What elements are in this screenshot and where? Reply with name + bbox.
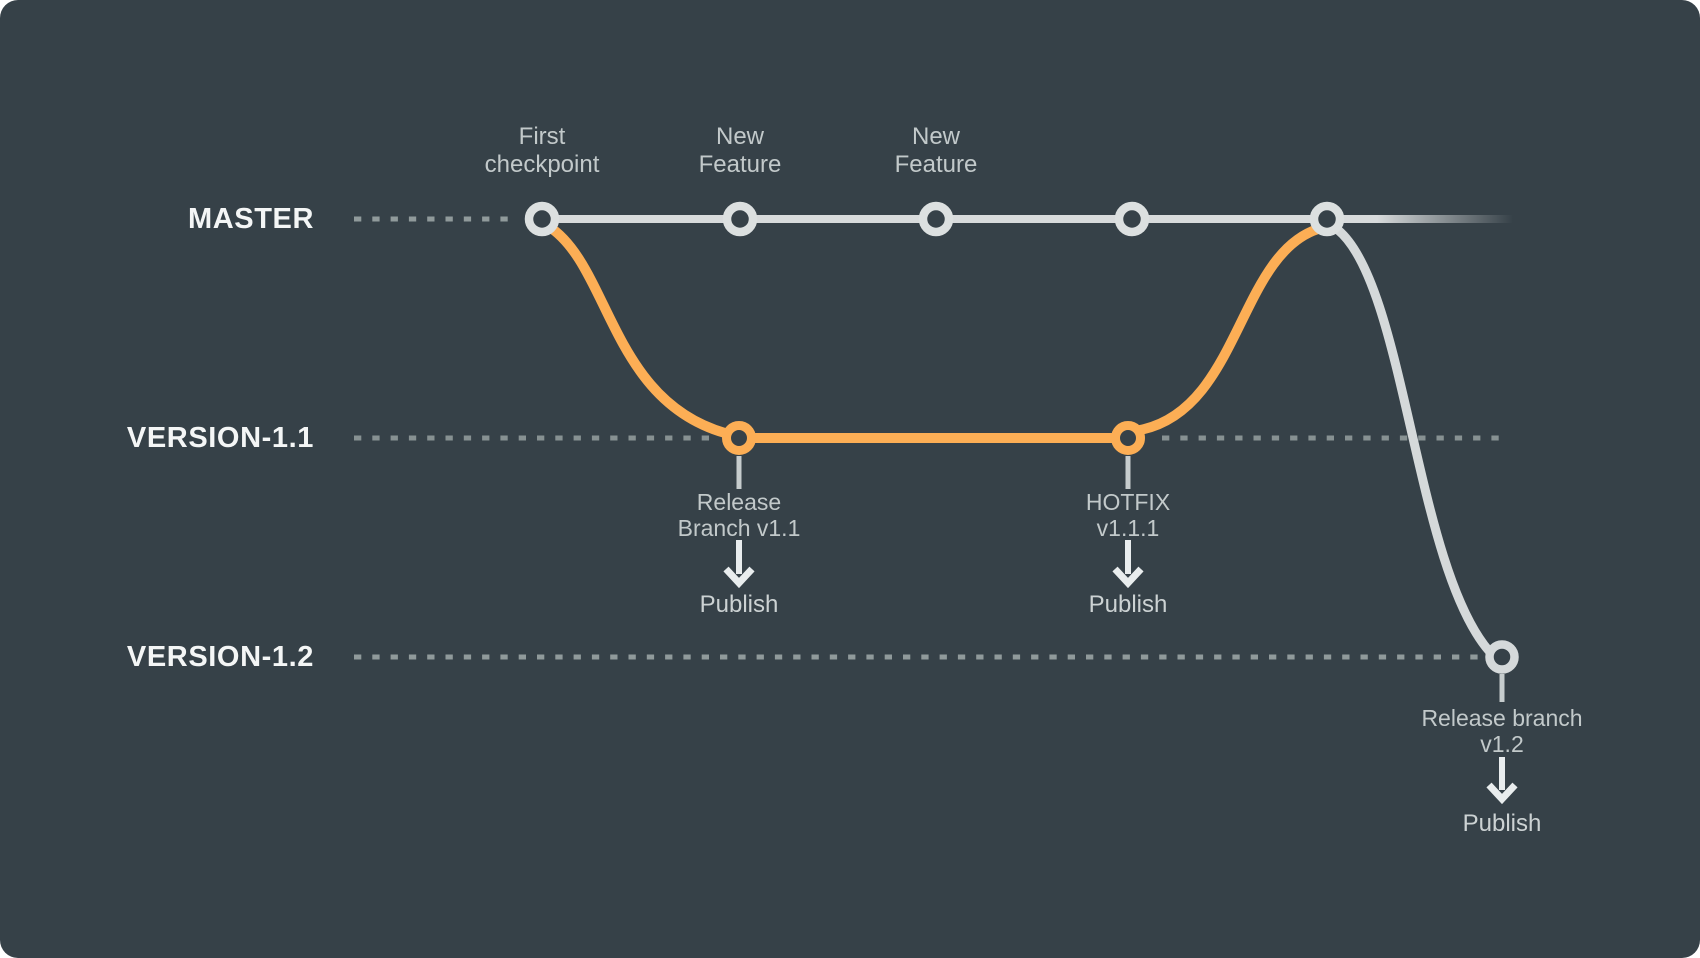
- publish-arrow-icon: [1486, 757, 1518, 805]
- lane-label-text: MASTER: [187, 203, 314, 235]
- publish-label-release-v1-1: Publish: [699, 591, 779, 618]
- commit-label-new-feature-2: New Feature: [895, 123, 978, 179]
- branch-label-line: HOTFIX: [1085, 489, 1171, 515]
- commit-label-line: Feature: [698, 151, 782, 178]
- commit-label-line: New: [715, 123, 764, 150]
- branch-label-release-v1-2: Release branch v1.2: [1421, 705, 1582, 757]
- commit-label-line: New: [911, 123, 960, 150]
- branch-label-line: v1.1.1: [1096, 515, 1160, 541]
- commit-node-merge: [1309, 201, 1345, 237]
- branch-label-line: Release: [696, 489, 782, 515]
- lane-label-text: VERSION-1.1: [126, 422, 314, 454]
- commit-node-hotfix-v1-1-1: [1111, 421, 1145, 455]
- lane-label-text: VERSION-1.2: [126, 641, 314, 673]
- branch-label-line: Branch v1.1: [677, 515, 801, 541]
- branch-label-hotfix-v1-1-1: HOTFIX v1.1.1: [1086, 489, 1170, 541]
- commit-node-new-feature-1: [722, 201, 758, 237]
- branch-label-line: v1.2: [1480, 731, 1524, 757]
- commit-label-line: First: [518, 123, 566, 150]
- commit-label-line: Feature: [894, 151, 978, 178]
- lane-label-version-1-2: VERSION-1.2: [0, 640, 314, 674]
- commit-node-release-v1-2: [1485, 640, 1519, 674]
- branch-label-line: Release branch: [1421, 705, 1583, 731]
- version-1-1-branch-out-curve: [543, 221, 730, 438]
- publish-label-hotfix-v1-1-1: Publish: [1088, 591, 1168, 618]
- commit-node-new-feature-2: [918, 201, 954, 237]
- version-1-1-merge-curve: [1135, 224, 1323, 435]
- publish-label-release-v1-2: Publish: [1462, 810, 1542, 837]
- commit-label-new-feature-1: New Feature: [699, 123, 782, 179]
- publish-arrow-icon: [723, 540, 755, 589]
- version-1-2-branch-curve: [1333, 225, 1494, 656]
- publish-arrow-icon: [1112, 540, 1144, 589]
- commit-node-release-v1-1: [722, 421, 756, 455]
- commit-label-first-checkpoint: First checkpoint: [485, 123, 600, 179]
- commit-node-master-4: [1114, 201, 1150, 237]
- commit-node-first-checkpoint: [524, 201, 560, 237]
- commit-label-line: checkpoint: [484, 151, 600, 178]
- lane-label-version-1-1: VERSION-1.1: [0, 421, 314, 455]
- lane-label-master: MASTER: [0, 202, 314, 236]
- branch-label-release-v1-1: Release Branch v1.1: [678, 489, 801, 541]
